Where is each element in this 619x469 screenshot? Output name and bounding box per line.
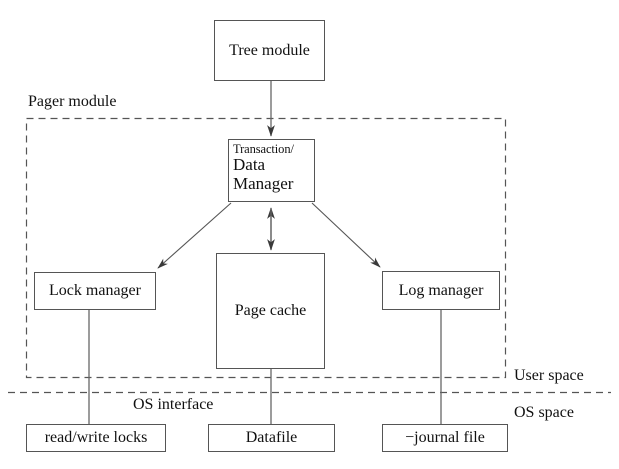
node-journal-file[interactable]: −journal file [382, 424, 508, 452]
edge-data-manager-to-lock-manager [157, 202, 232, 269]
node-log-manager-label: Log manager [398, 281, 484, 299]
edge-data-manager-to-log-manager [311, 202, 381, 268]
node-page-cache-label: Page cache [234, 302, 307, 320]
node-tree-module[interactable]: Tree module [214, 20, 325, 81]
node-page-cache[interactable]: Page cache [216, 253, 325, 369]
node-data-manager-line2: Data [233, 155, 266, 174]
node-tree-module-label: Tree module [229, 41, 310, 59]
label-os-space: OS space [514, 404, 574, 421]
label-os-interface: OS interface [133, 396, 214, 413]
node-log-manager[interactable]: Log manager [382, 271, 500, 310]
node-data-manager-line1: Transaction/ [233, 142, 294, 156]
node-lock-manager-label: Lock manager [49, 282, 141, 300]
node-journal-file-label: −journal file [405, 429, 485, 447]
node-datafile[interactable]: Datafile [208, 424, 335, 452]
node-datafile-label: Datafile [245, 429, 298, 447]
node-lock-manager[interactable]: Lock manager [34, 272, 156, 310]
label-user-space: User space [514, 367, 584, 384]
label-pager-module: Pager module [28, 93, 117, 110]
pager-module-region [25, 117, 507, 379]
node-data-manager-line3: Manager [233, 173, 294, 193]
node-data-manager[interactable]: Transaction/ Data Manager [228, 139, 315, 202]
node-read-write-locks[interactable]: read/write locks [26, 424, 166, 452]
node-read-write-locks-label: read/write locks [44, 429, 148, 447]
